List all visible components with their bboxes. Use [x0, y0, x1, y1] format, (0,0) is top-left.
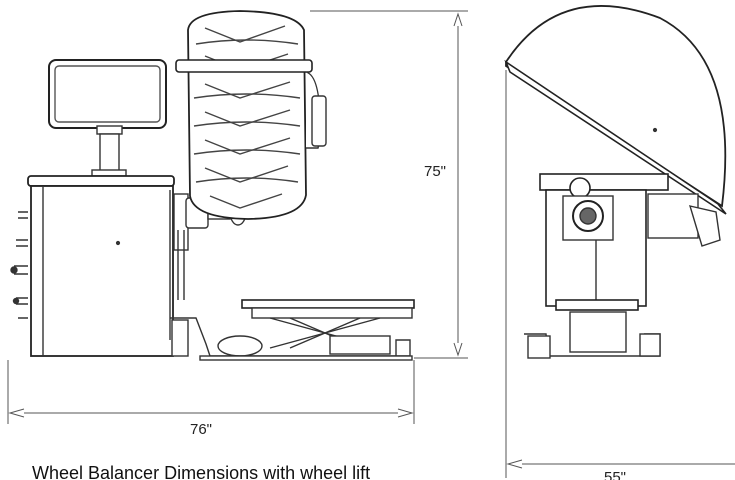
side-view	[504, 5, 727, 359]
dimension-lines	[7, 10, 735, 478]
height-dimension-label: 75"	[424, 163, 446, 180]
diagram-caption: Wheel Balancer Dimensions with wheel lif…	[32, 463, 370, 480]
front-view	[10, 10, 415, 361]
cabinet	[10, 175, 175, 357]
wheel-guard	[175, 59, 327, 149]
depth-dimension-label: 55"	[604, 469, 626, 480]
tire	[187, 10, 307, 220]
monitor	[48, 59, 167, 177]
side-lift	[524, 299, 661, 359]
wheel-lift	[170, 299, 415, 361]
side-cabinet	[539, 173, 721, 307]
width-dimension-label: 76"	[190, 421, 212, 438]
side-hood	[504, 5, 727, 215]
